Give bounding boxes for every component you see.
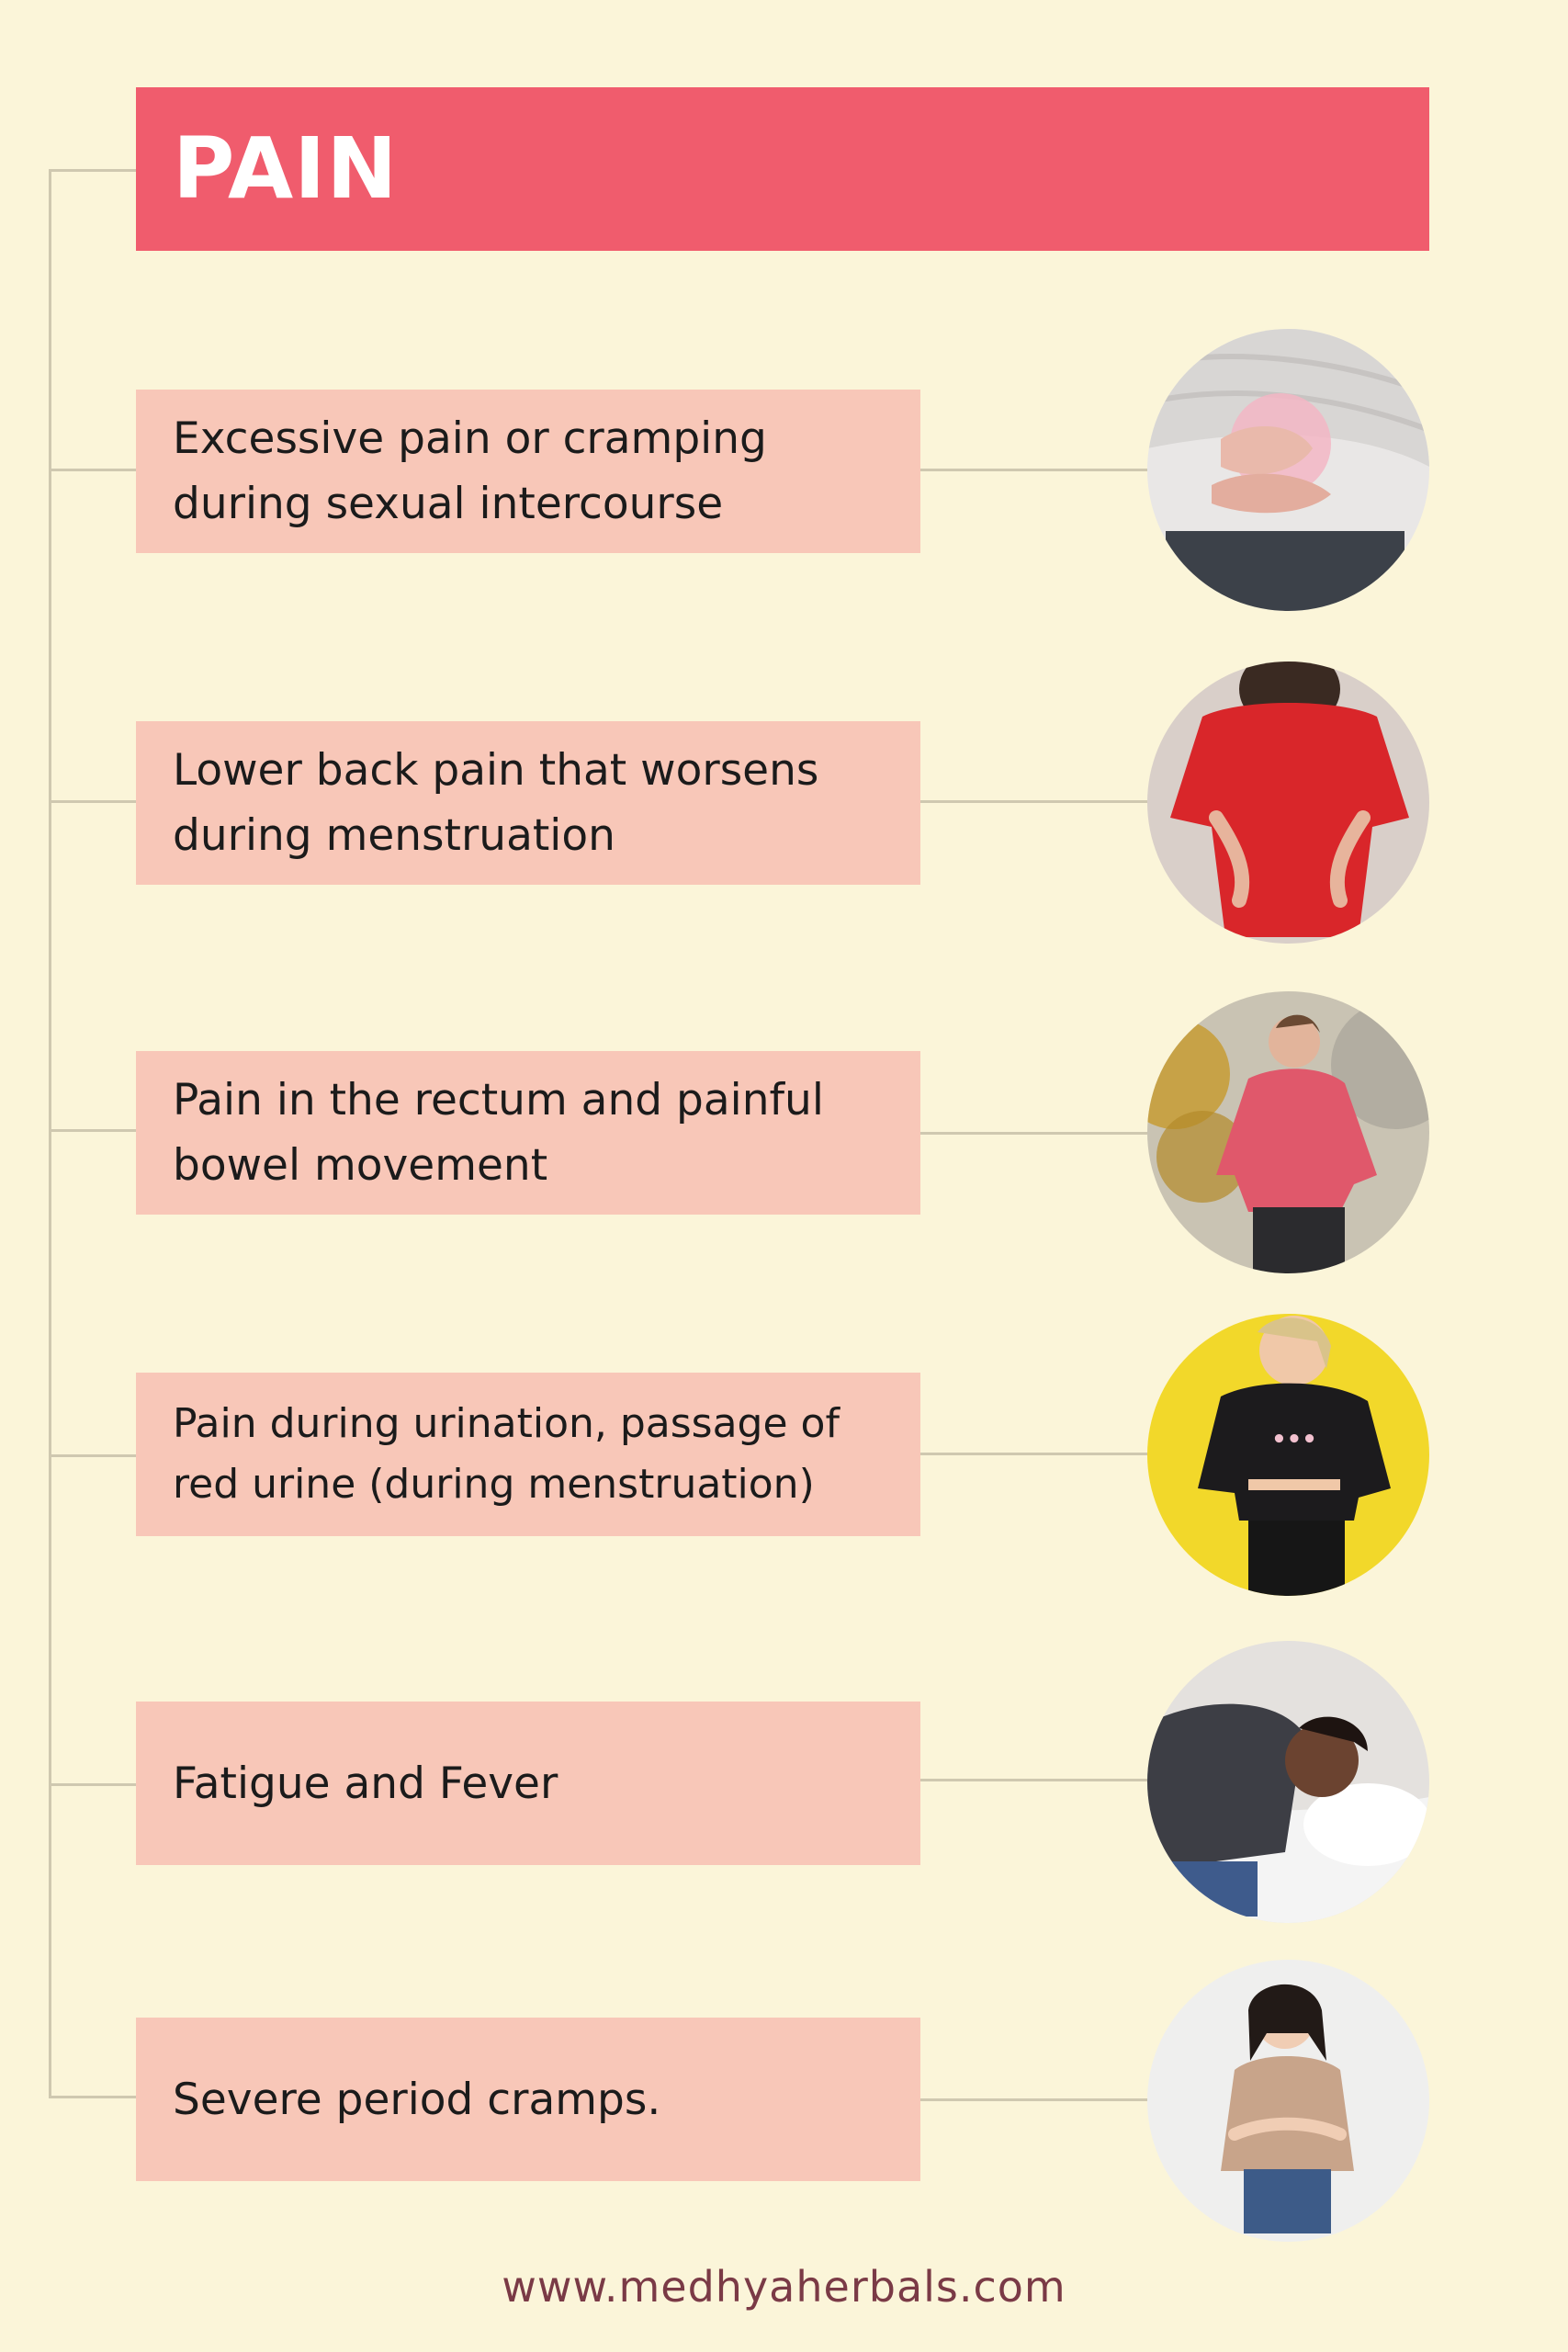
connector-left xyxy=(49,2096,136,2098)
symptom-card: Pain during urination, passage of red ur… xyxy=(136,1373,920,1536)
footer-website[interactable]: www.medhyaherbals.com xyxy=(502,2262,1066,2312)
connector-right xyxy=(920,1453,1147,1455)
connector-right xyxy=(920,800,1147,803)
stomach-pain-outdoor-photo-icon xyxy=(1147,991,1429,1273)
cramps-yellow-background-photo-icon: ••• xyxy=(1147,1314,1429,1596)
symptom-label: Pain during urination, passage of red ur… xyxy=(173,1400,840,1508)
connector-header xyxy=(49,169,136,172)
symptom-label: Severe period cramps. xyxy=(173,2074,661,2125)
connector-left xyxy=(49,1783,136,1786)
page-title: PAIN xyxy=(173,119,399,218)
connector-left xyxy=(49,1129,136,1132)
symptom-card: Pain in the rectum and painful bowel mov… xyxy=(136,1051,920,1215)
abdominal-pain-photo-icon xyxy=(1147,329,1429,611)
connector-right xyxy=(920,469,1147,471)
connector-right xyxy=(920,1132,1147,1135)
symptom-card: Severe period cramps. xyxy=(136,2018,920,2181)
symptom-card: Lower back pain that worsens during mens… xyxy=(136,721,920,885)
symptom-label: Excessive pain or cramping during sexual… xyxy=(173,413,767,529)
connector-right xyxy=(920,1779,1147,1781)
header-banner: PAIN xyxy=(136,87,1429,251)
svg-text:•••: ••• xyxy=(1271,1426,1317,1453)
symptom-label: Pain in the rectum and painful bowel mov… xyxy=(173,1075,824,1191)
period-cramps-photo-icon xyxy=(1147,1960,1429,2242)
symptom-card: Excessive pain or cramping during sexual… xyxy=(136,390,920,553)
connector-spine xyxy=(49,171,51,2097)
back-pain-photo-icon xyxy=(1147,662,1429,944)
connector-left xyxy=(49,469,136,471)
symptom-card: Fatigue and Fever xyxy=(136,1702,920,1865)
symptom-label: Fatigue and Fever xyxy=(173,1758,558,1809)
fatigue-in-bed-photo-icon xyxy=(1147,1641,1429,1923)
connector-left xyxy=(49,1454,136,1457)
connector-right xyxy=(920,2098,1147,2101)
symptom-label: Lower back pain that worsens during mens… xyxy=(173,745,819,861)
connector-left xyxy=(49,800,136,803)
